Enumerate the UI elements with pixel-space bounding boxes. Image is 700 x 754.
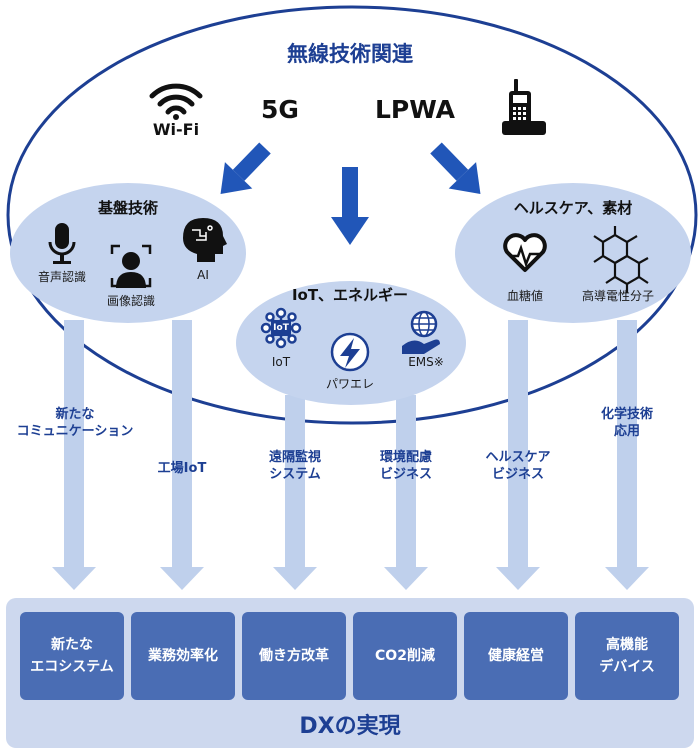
- dx-realization-title: DXの実現: [299, 714, 401, 739]
- flow-label-remote-monitoring: 遠隔監視 システム: [268, 450, 321, 482]
- heart-pulse-icon: [503, 233, 547, 272]
- outcome-box-efficiency: 業務効率化: [131, 612, 235, 700]
- ai-label: AI: [197, 268, 209, 282]
- flow-bars: [52, 320, 649, 590]
- ems-globe-icon: [402, 310, 440, 354]
- molecule-icon: [593, 226, 649, 293]
- outcome-box-devices: 高機能 デバイス: [575, 612, 679, 700]
- outcome-box-ecosystem: 新たな エコシステム: [20, 612, 124, 700]
- iot-label: IoT: [271, 355, 291, 369]
- outcome-box-health-management: 健康経営: [464, 612, 568, 700]
- base-tech-title: 基盤技術: [97, 199, 158, 217]
- 5g-label: 5G: [261, 95, 299, 124]
- flow-label-chemical-tech: 化学技術 応用: [600, 407, 653, 439]
- outcome-box-work-style: 働き方改革: [242, 612, 346, 700]
- flow-label-communication: 新たな コミュニケーション: [16, 407, 134, 439]
- voice-recognition-label: 音声認識: [37, 270, 86, 284]
- health-material-title: ヘルスケア、素材: [513, 199, 633, 217]
- power-electronics-icon: [330, 332, 370, 372]
- ems-label: EMS※: [408, 355, 444, 369]
- outcome-box-co2: CO2削減: [353, 612, 457, 700]
- microphone-icon: [48, 223, 76, 264]
- image-recognition-label: 画像認識: [106, 294, 155, 308]
- iot-network-icon: [260, 307, 302, 349]
- wifi-icon: [149, 83, 203, 120]
- phone-icon: [502, 79, 546, 135]
- tech-arrows: [220, 142, 481, 245]
- flow-label-eco-business: 環境配慮 ビジネス: [379, 450, 432, 482]
- flow-label-healthcare-business: ヘルスケア ビジネス: [485, 450, 551, 482]
- iot-chip-label: IoT: [273, 323, 289, 333]
- flow-label-factory-iot: 工場IoT: [157, 461, 207, 476]
- blood-sugar-label: 血糖値: [506, 289, 543, 303]
- wireless-tech-title: 無線技術関連: [287, 42, 413, 66]
- wifi-label: Wi-Fi: [152, 120, 200, 139]
- health-material-oval: [455, 183, 691, 323]
- conductive-molecule-label: 高導電性分子: [581, 289, 654, 303]
- lpwa-label: LPWA: [374, 95, 456, 124]
- face-recognition-icon: [110, 244, 152, 288]
- ai-head-icon: [183, 218, 227, 262]
- power-electronics-label: パワエレ: [325, 377, 374, 391]
- iot-energy-title: IoT、エネルギー: [291, 286, 409, 304]
